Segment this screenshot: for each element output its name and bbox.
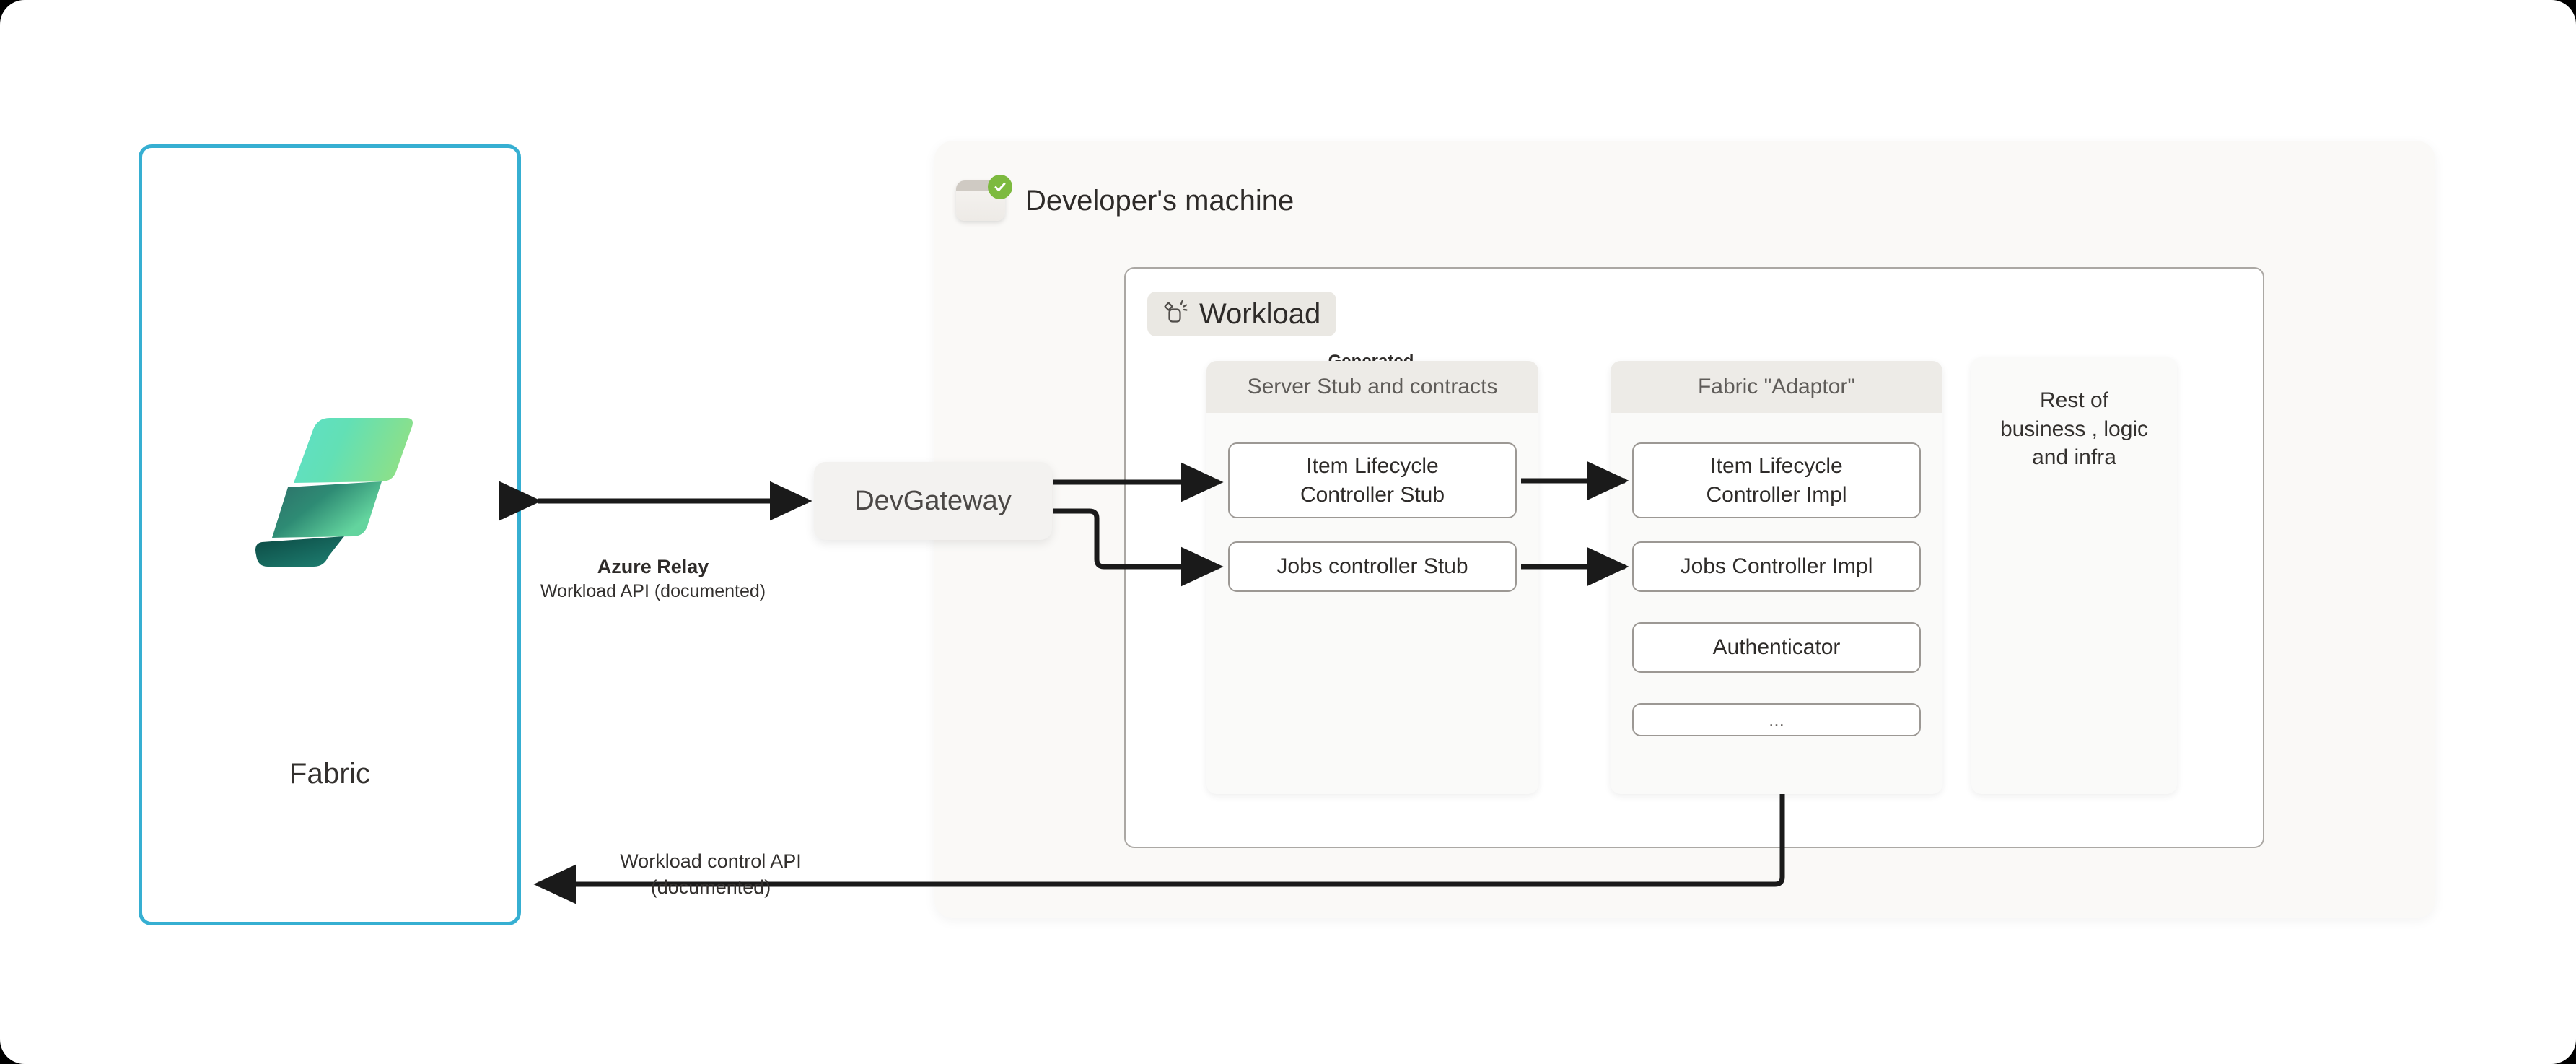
devgateway-box[interactable]: DevGateway [814, 462, 1052, 540]
node-authenticator[interactable]: Authenticator [1632, 622, 1921, 673]
workload-control-line-2: (documented) [650, 876, 771, 899]
developer-machine-header: Developer's machine [956, 175, 1294, 224]
azure-relay-subtitle: Workload API (documented) [540, 581, 766, 601]
node-line-1: Item Lifecycle [1710, 453, 1843, 478]
node-line-2: Controller Impl [1706, 482, 1847, 507]
column-header-fabric-adaptor: Fabric "Adaptor" [1611, 361, 1942, 413]
column-rest-of-business: Rest of business , logic and infra [1971, 357, 2177, 794]
column-header-server-stub: Server Stub and contracts [1206, 361, 1538, 413]
node-jobs-controller-stub[interactable]: Jobs controller Stub [1228, 541, 1517, 592]
rest-line-2: business , logic [1999, 417, 2149, 441]
fabric-logo-icon [255, 418, 413, 567]
node-item-lifecycle-controller-impl[interactable]: Item Lifecycle Controller Impl [1632, 442, 1921, 518]
fabric-panel: Fabric [139, 144, 521, 925]
azure-relay-title: Azure Relay [597, 556, 709, 577]
node-item-lifecycle-controller-stub[interactable]: Item Lifecycle Controller Stub [1228, 442, 1517, 518]
node-line-2: Controller Stub [1300, 482, 1445, 507]
node-ellipsis[interactable]: ... [1632, 703, 1921, 736]
developer-machine-title: Developer's machine [1025, 184, 1294, 217]
workload-sparkle-icon [1164, 300, 1188, 323]
window-check-icon [956, 175, 1012, 224]
workload-control-line-1: Workload control API [620, 850, 802, 872]
node-jobs-controller-impl[interactable]: Jobs Controller Impl [1632, 541, 1921, 592]
rest-line-1: Rest of [2039, 388, 2109, 412]
workload-label: Workload [1199, 297, 1321, 330]
fabric-label: Fabric [289, 758, 371, 790]
workload-control-api-label: Workload control API (documented) [570, 848, 851, 901]
workload-pill: Workload [1147, 292, 1337, 336]
node-line-1: Item Lifecycle [1306, 453, 1439, 478]
rest-line-3: and infra [2032, 445, 2116, 470]
